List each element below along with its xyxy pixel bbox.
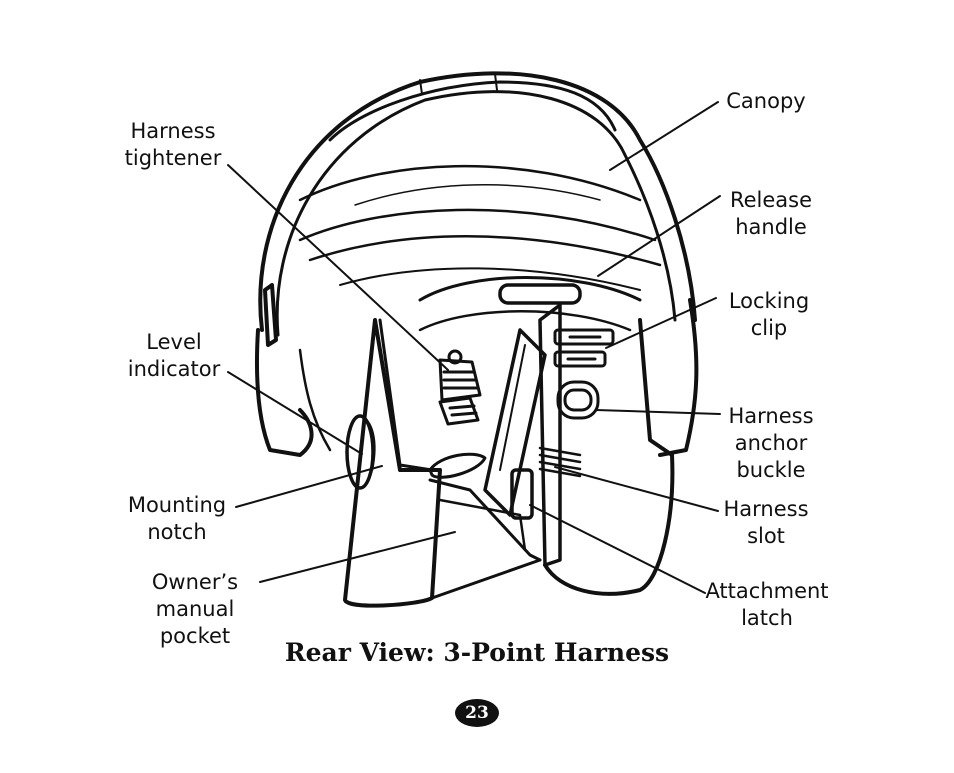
release-handle-drawing <box>498 283 582 305</box>
label-harness-slot: Harness slot <box>723 497 809 548</box>
label-locking-clip: Locking clip <box>728 289 810 340</box>
label-harness-tightener: Harness tightener <box>124 119 222 170</box>
harness-tightener-drawing <box>438 349 482 426</box>
locking-clip-drawing <box>553 328 615 368</box>
harness-column-drawing <box>483 303 562 567</box>
label-release-handle: Release handle <box>729 188 813 239</box>
label-attachment-latch: Attachment latch <box>705 579 829 630</box>
carry-handle-drawing <box>254 283 699 457</box>
harness-anchor-buckle-drawing <box>428 380 600 479</box>
page-number-badge: 23 <box>455 699 499 727</box>
seat-shell-drawing <box>343 276 675 608</box>
harness-slot-drawing <box>538 446 582 478</box>
label-level-indicator: Level indicator <box>127 330 221 381</box>
label-owners-manual-pocket: Owner’s manual pocket <box>151 570 239 648</box>
label-mounting-notch: Mounting notch <box>127 493 227 544</box>
leader-lines <box>227 101 721 594</box>
level-indicator-drawing <box>345 414 376 490</box>
label-canopy: Canopy <box>726 89 806 113</box>
label-harness-anchor-buckle: Harness anchor buckle <box>728 404 814 482</box>
canopy-drawing <box>258 71 697 337</box>
figure-caption: Rear View: 3-Point Harness <box>284 638 670 667</box>
